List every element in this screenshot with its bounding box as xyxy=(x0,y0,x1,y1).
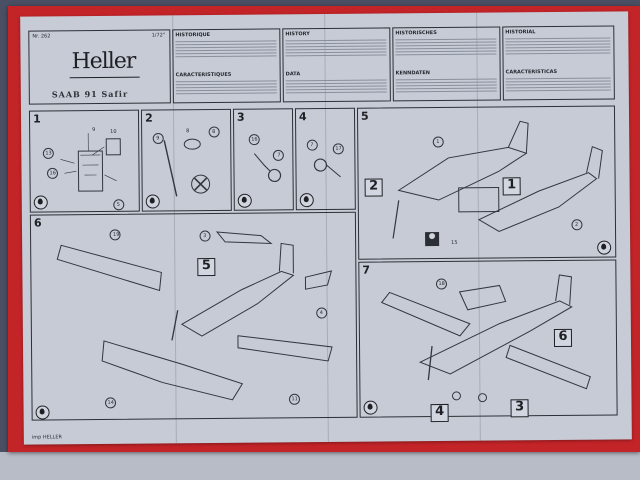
part-number: 8 xyxy=(186,128,190,135)
sub-assembly-callout: 2 xyxy=(364,178,383,197)
step-2-panel: 2 9 8 8 xyxy=(140,108,232,212)
history-heading: HISTORIQUE xyxy=(175,32,211,39)
history-heading: HISTORIAL xyxy=(505,29,536,36)
step-2-drawing xyxy=(152,126,220,197)
part-number: 9 xyxy=(92,127,96,134)
part-number: 13 xyxy=(45,150,52,157)
data-heading: CARACTERISTICAS xyxy=(505,68,558,76)
glue-drop-icon xyxy=(33,195,48,210)
part-number: 1 xyxy=(436,139,440,146)
info-column-es: HISTORIAL CARACTERISTICAS xyxy=(502,25,615,101)
step-4-drawing xyxy=(306,139,344,178)
kit-number: Nr. 262 xyxy=(32,33,51,40)
part-number: 9 xyxy=(156,135,160,142)
data-heading: DATA xyxy=(285,71,301,78)
data-heading: CARACTERISTIQUES xyxy=(175,71,232,79)
step-6-drawing xyxy=(56,229,333,409)
sub-assembly-callout: 1 xyxy=(502,177,521,196)
part-number: 18 xyxy=(438,280,445,288)
glue-drop-icon xyxy=(145,194,160,209)
part-number: 16 xyxy=(251,136,258,143)
info-column-de: HISTORISCHES KENNDATEN xyxy=(392,26,501,102)
model-name: SAAB 91 Safir xyxy=(51,88,129,100)
history-heading: HISTORY xyxy=(285,31,310,38)
glue-drop-icon xyxy=(299,193,314,208)
part-number: 17 xyxy=(335,145,342,152)
part-number: 11 xyxy=(291,396,298,403)
part-number: 5 xyxy=(116,201,121,208)
step-5-panel: 5 1 15 2 2 1 xyxy=(356,105,617,260)
part-number: 7 xyxy=(310,142,314,149)
history-heading: HISTORISCHES xyxy=(395,30,437,37)
kit-scale: 1/72° xyxy=(151,32,166,39)
info-column-en: HISTORY DATA xyxy=(282,27,391,103)
part-number: 16 xyxy=(49,170,56,177)
step-7-panel: 7 18 6 4 3 xyxy=(358,259,618,423)
part-number: 14 xyxy=(107,399,114,406)
brand-box: Nr. 262 1/72° Heller SAAB 91 Safir xyxy=(28,29,171,105)
step-6-panel: 6 19 3 4 14 11 5 xyxy=(29,211,358,421)
part-number: 15 xyxy=(451,239,458,246)
part-number: 10 xyxy=(110,128,117,135)
sub-assembly-callout: 3 xyxy=(510,399,529,418)
data-heading: KENNDATEN xyxy=(395,70,430,77)
step-5-drawing xyxy=(392,120,603,247)
glue-drop-icon xyxy=(237,193,252,208)
part-number: 19 xyxy=(113,231,120,238)
part-number: 2 xyxy=(574,221,579,228)
logo-underline xyxy=(69,76,140,79)
sub-assembly-callout: 5 xyxy=(197,257,216,277)
printer-credit: imp HELLER xyxy=(31,434,62,441)
step-3-panel: 3 16 7 xyxy=(232,108,294,211)
heller-logo: Heller xyxy=(71,48,136,75)
glue-drop-icon xyxy=(35,405,50,420)
step-1-drawing xyxy=(42,133,125,211)
step-1-panel: 1 13 16 10 9 5 xyxy=(28,109,140,213)
table-surface xyxy=(0,452,640,480)
sub-assembly-callout: 4 xyxy=(430,403,449,423)
step-7-drawing xyxy=(380,274,591,403)
part-number: 7 xyxy=(277,152,281,159)
sub-assembly-callout: 6 xyxy=(553,328,573,348)
instruction-sheet: Nr. 262 1/72° Heller SAAB 91 Safir HISTO… xyxy=(20,11,632,445)
part-number: 4 xyxy=(319,310,323,317)
part-number: 3 xyxy=(203,233,207,240)
step-3-drawing xyxy=(248,134,284,183)
glue-drop-icon xyxy=(597,240,612,255)
info-column-fr: HISTORIQUE CARACTERISTIQUES xyxy=(172,28,281,104)
glue-drop-icon xyxy=(363,400,378,415)
step-4-panel: 4 7 17 xyxy=(294,107,356,211)
part-number: 8 xyxy=(212,128,216,135)
